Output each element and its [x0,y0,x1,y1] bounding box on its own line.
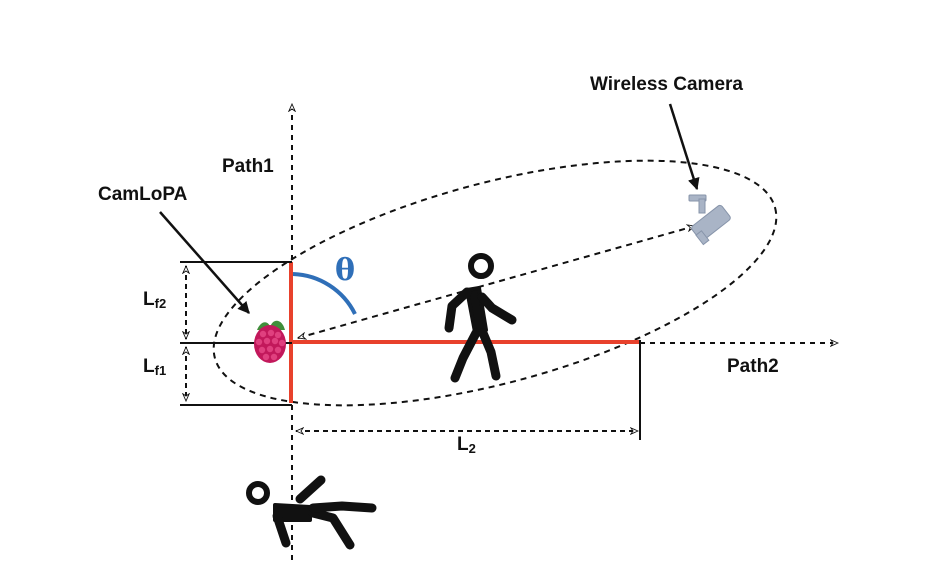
camlopa-label: CamLoPA [98,184,188,205]
coverage-ellipse [212,159,778,407]
lf2-label: Lf2 [143,289,166,311]
lf1-sub: f1 [155,363,167,378]
lf2-sub: f2 [155,296,167,311]
path2-label: Path2 [727,356,779,377]
lf1-main: L [143,356,155,377]
wireless-camera-label: Wireless Camera [590,74,743,95]
fallen-person-icon [246,475,377,550]
raspberry-pi-icon [254,320,286,363]
wireless-camera-icon [688,194,731,246]
lf1-label: Lf1 [143,356,166,378]
signal-line [298,226,695,338]
l2-label: L2 [457,434,476,456]
walking-person-icon [444,253,517,383]
theta-arc [292,272,357,315]
camlopa-pointer [159,211,250,314]
theta-label: θ [335,253,355,288]
lf2-main: L [143,289,155,310]
camera-pointer [668,103,700,191]
path1-label: Path1 [222,156,274,177]
l2-sub: 2 [469,441,476,456]
l2-main: L [457,434,469,455]
